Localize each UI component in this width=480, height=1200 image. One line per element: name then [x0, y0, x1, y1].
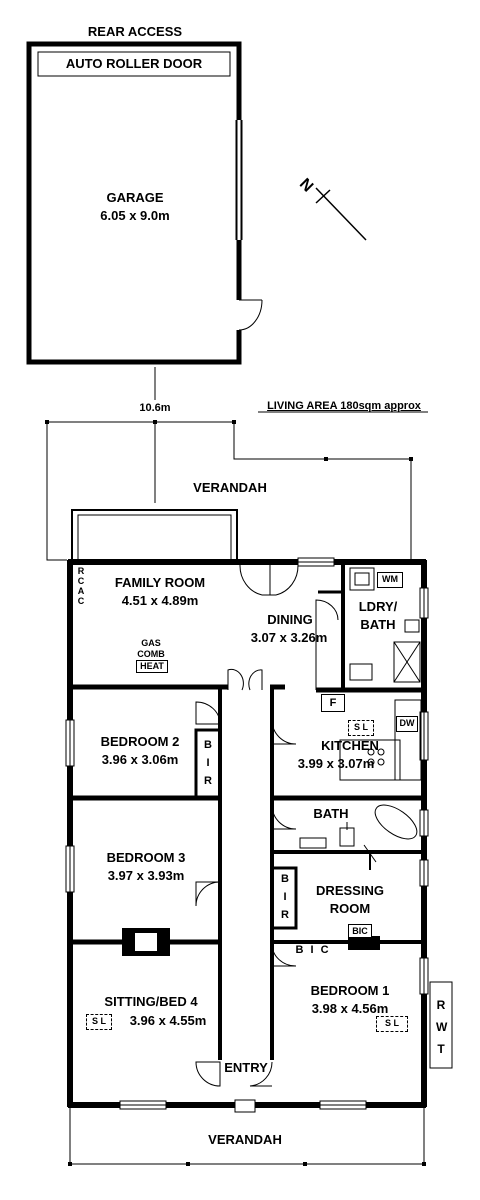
entry-name: ENTRY — [224, 1060, 268, 1075]
windows — [65, 557, 429, 1110]
laundry-name-line1: LDRY/ — [358, 599, 398, 614]
sitting-sl-label: S L — [86, 1014, 112, 1030]
bedroom1-name: BEDROOM 1 — [310, 983, 390, 998]
bath-fixtures — [299, 804, 418, 849]
laundry-name-line2: BATH — [360, 617, 396, 632]
washing-machine-label: WM — [377, 572, 403, 588]
dishwasher-label: DW — [396, 716, 418, 732]
bic-vertical-label: BIC — [348, 924, 372, 938]
bath-name: BATH — [313, 806, 349, 821]
kitchen-name: KITCHEN — [321, 738, 379, 753]
rear-access-label: REAR ACCESS — [87, 24, 183, 39]
sitting-name: SITTING/BED 4 — [104, 994, 198, 1009]
dining-size: 3.07 x 3.26m — [250, 630, 328, 645]
fireplace-icon — [122, 928, 380, 956]
bedroom2-bir-text: B I R — [204, 739, 212, 787]
garage-walls — [26, 41, 263, 365]
rain-water-tank — [429, 981, 453, 1069]
kitchen-fixtures — [339, 699, 422, 781]
garage-size: 6.05 x 9.0m — [100, 208, 170, 223]
kitchen-size: 3.99 x 3.07m — [297, 756, 375, 771]
dressing-bir-text: B I R — [281, 873, 289, 921]
bedroom3-size: 3.97 x 3.93m — [107, 868, 185, 883]
dressing-room-line2: ROOM — [329, 901, 371, 916]
rwt-text: R W T — [436, 998, 448, 1056]
rcac-label: R C A C — [76, 566, 86, 606]
rwt-label: R W T — [432, 994, 450, 1060]
roller-door-label: AUTO ROLLER DOOR — [65, 56, 203, 71]
front-verandah-label: VERANDAH — [208, 1132, 282, 1147]
dressing-room-line1: DRESSING — [316, 883, 384, 898]
living-area-label: LIVING AREA 180sqm approx — [267, 400, 421, 412]
family-room-name: FAMILY ROOM — [114, 575, 206, 590]
dressing-bir-label: B I R — [276, 870, 294, 924]
sitting-size: 3.96 x 4.55m — [129, 1013, 207, 1028]
dining-name: DINING — [267, 612, 313, 627]
gas-heat-line1: GAS — [141, 638, 161, 648]
front-verandah-outline — [68, 1108, 426, 1166]
bic-horizontal-label: B I C — [295, 944, 331, 956]
bedroom2-bir-label: B I R — [199, 736, 217, 790]
door-swings — [195, 564, 339, 1113]
garage-name: GARAGE — [106, 190, 164, 205]
gas-heat-line3: HEAT — [136, 660, 168, 673]
bedroom2-size: 3.96 x 3.06m — [101, 752, 179, 767]
dimension-label: 10.6m — [139, 402, 171, 414]
rcac-text: R C A C — [77, 566, 85, 606]
bedroom2-name: BEDROOM 2 — [100, 734, 180, 749]
dimension-line — [154, 367, 428, 503]
family-room-bay — [71, 509, 238, 562]
gas-heat-line2: COMB — [137, 649, 165, 659]
bedroom3-name: BEDROOM 3 — [106, 850, 186, 865]
laundry-fixtures — [349, 567, 421, 683]
family-room-size: 4.51 x 4.89m — [121, 593, 199, 608]
fridge-label: F — [321, 694, 345, 712]
bedroom1-sl-label: S L — [376, 1016, 408, 1032]
north-arrow-icon — [315, 187, 367, 241]
rear-verandah-label: VERANDAH — [193, 480, 267, 495]
rear-verandah-outline — [45, 420, 413, 561]
bedroom1-size: 3.98 x 4.56m — [311, 1001, 389, 1016]
kitchen-sl-label: S L — [348, 720, 374, 736]
